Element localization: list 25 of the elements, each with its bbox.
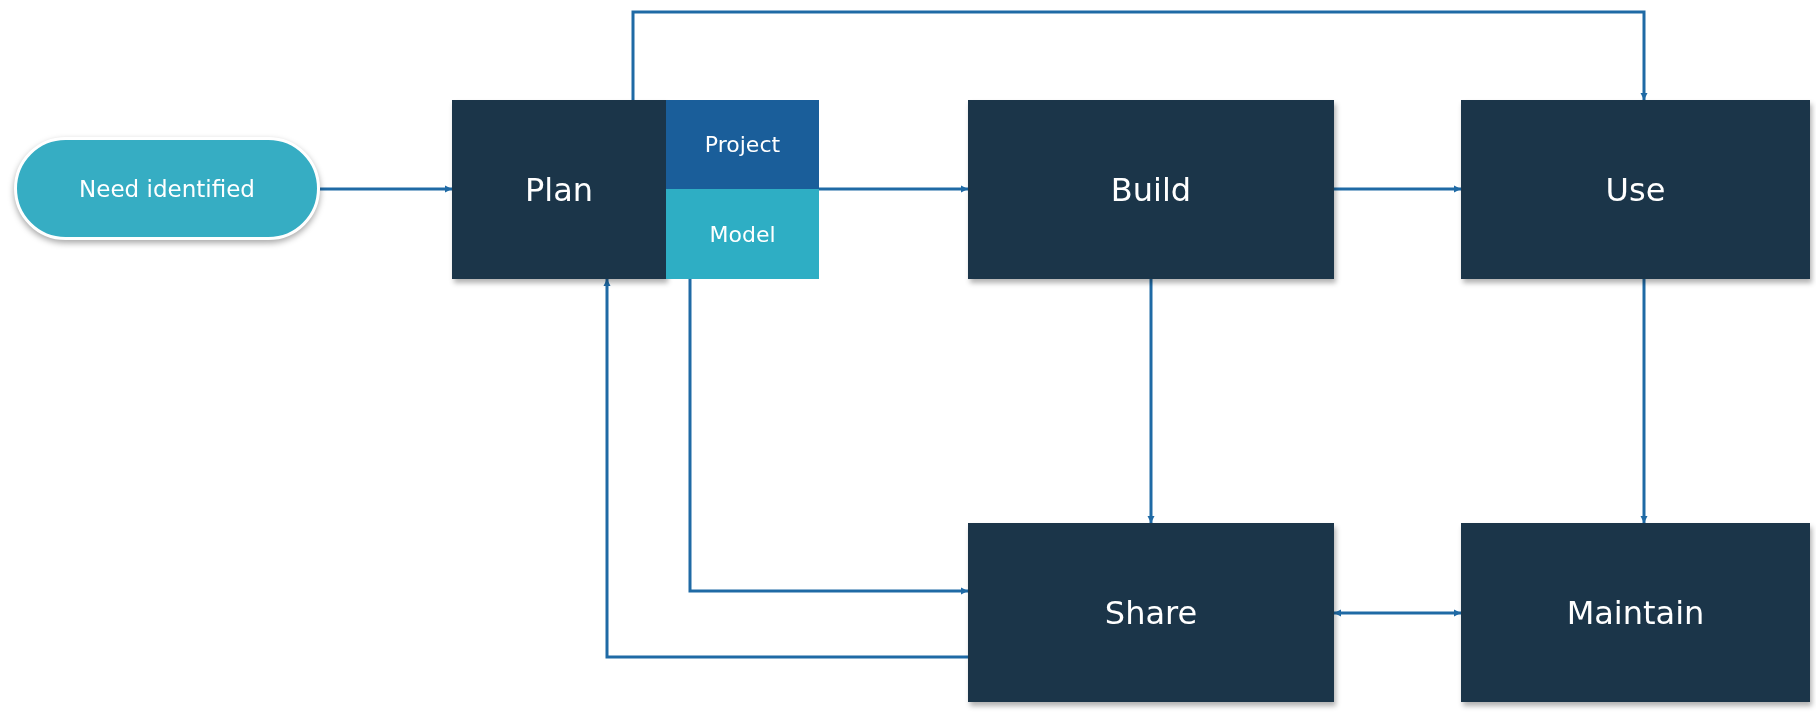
process-box (1461, 523, 1810, 702)
sub-box (666, 100, 819, 189)
arrow (1147, 279, 1155, 523)
process-box (1461, 100, 1810, 279)
node-label: Share (1104, 593, 1198, 632)
node-label: Maintain (1566, 593, 1705, 632)
node-label: Project (704, 132, 781, 157)
arrow (688, 279, 968, 595)
sub-box (666, 189, 819, 279)
arrow (1334, 185, 1461, 193)
node-label: Build (1110, 170, 1192, 209)
node-label: Model (709, 221, 776, 247)
node-label: Use (1605, 170, 1666, 209)
process-box (968, 523, 1334, 702)
arrow (603, 279, 968, 659)
process-box (968, 100, 1334, 279)
arrow (631, 10, 1648, 100)
arrow (1640, 279, 1648, 523)
node-label: Need identified (79, 175, 255, 202)
node-label: Plan (524, 170, 594, 209)
arrow (819, 185, 968, 193)
process-box (452, 100, 666, 279)
arrow (1334, 609, 1461, 617)
arrow (320, 185, 452, 193)
start-terminal (14, 137, 320, 240)
